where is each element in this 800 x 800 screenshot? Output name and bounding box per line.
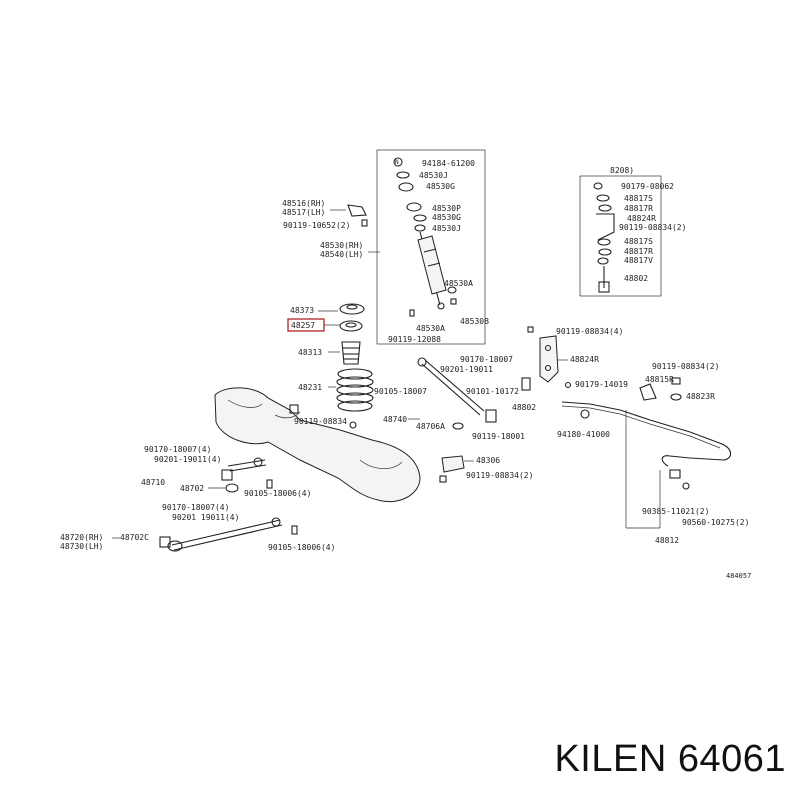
label-90119-08834-right: 90119-08834(2) (619, 223, 686, 232)
label-48706A: 48706A (416, 422, 445, 431)
label-48530A-b: 48530A (416, 324, 445, 333)
bracket-48306 (439, 455, 465, 483)
shock-absorber-group: N 94184-61200 48530J 48530G 48530P 48530… (376, 149, 489, 345)
label-90179-08062: 90179-08062 (621, 182, 674, 191)
rear-axle-housing (214, 387, 421, 502)
label-48817R: 48817R (624, 204, 653, 213)
upper-mount-group: 48516(RH) 48517(LH) 90119-10652(2) 48530… (282, 199, 380, 259)
label-48231: 48231 (298, 383, 322, 392)
label-48812: 48812 (655, 536, 679, 545)
label-48824R: 48824R (627, 214, 656, 223)
label-48740: 48740 (383, 415, 407, 424)
label-48823R: 48823R (686, 392, 715, 401)
label-90119-08834-center: 90119-08834 (294, 417, 347, 426)
brand-name: KILEN (554, 738, 667, 780)
label-48817V: 48817V (624, 256, 653, 265)
label-48702: 48702 (180, 484, 204, 493)
label-8208: 8208) (610, 166, 634, 175)
label-48702C: 48702C (120, 533, 149, 542)
label-90170-18007: 90170-18007 (460, 355, 513, 364)
label-90101-10172: 90101-10172 (466, 387, 519, 396)
label-90105-18006-a: 90105-18006(4) (244, 489, 311, 498)
label-48257: 48257 (291, 321, 315, 330)
label-90119-18001: 90119-18001 (472, 432, 525, 441)
label-90385-11021: 90385-11021(2) (642, 507, 709, 516)
label-90119-10652: 90119-10652(2) (283, 221, 350, 230)
label-90201-19011-4b: 90201 19011(4) (172, 513, 239, 522)
bracket-48824R (521, 335, 559, 391)
label-90170-18007-4: 90170-18007(4) (144, 445, 211, 454)
label-48817S-b: 48817S (624, 237, 653, 246)
label-48530P: 48530P (432, 204, 461, 213)
label-90560-10275: 90560-10275(2) (682, 518, 749, 527)
svg-text:N: N (395, 159, 399, 166)
label-48306: 48306 (476, 456, 500, 465)
label-48530J: 48530J (419, 171, 448, 180)
lower-control-arm-48720 (159, 517, 298, 552)
label-90105-18007: 90105-18007 (374, 387, 427, 396)
label-48373: 48373 (290, 306, 314, 315)
label-48802: 48802 (624, 274, 648, 283)
coil-spring-48231 (336, 368, 374, 412)
upper-control-arm (417, 357, 497, 423)
label-48824R-b: 48824R (570, 355, 599, 364)
shock-absorber-body (417, 231, 447, 310)
label-48517-lh: 48517(LH) (282, 208, 325, 217)
label-90119-08834-2b: 90119-08834(2) (466, 471, 533, 480)
label-48817S: 48817S (624, 194, 653, 203)
label-48530J-b: 48530J (432, 224, 461, 233)
label-48815R: 48815R (645, 375, 674, 384)
label-90201-19011: 90201-19011 (440, 365, 493, 374)
part-caption: KILEN 64061 (554, 738, 786, 781)
label-90119-12088: 90119-12088 (388, 335, 441, 344)
spring-insulator-48257 (339, 320, 363, 332)
part-number: 64061 (677, 738, 786, 780)
label-90179-14019: 90179-14019 (575, 380, 628, 389)
label-48802-b: 48802 (512, 403, 536, 412)
label-94180-41000: 94180-41000 (557, 430, 610, 439)
label-90201-19011-4a: 90201-19011(4) (154, 455, 221, 464)
label-90170-18007-4b: 90170-18007(4) (162, 503, 229, 512)
label-48530G: 48530G (426, 182, 455, 191)
label-48313: 48313 (298, 348, 322, 357)
label-48540-lh: 48540(LH) (320, 250, 363, 259)
label-48530G-b: 48530G (432, 213, 461, 222)
label-48530-rh: 48530(RH) (320, 241, 363, 250)
label-90119-08834-4: 90119-08834(4) (556, 327, 623, 336)
label-48817R-b: 48817R (624, 247, 653, 256)
label-94184-61200: 94184-61200 (422, 159, 475, 168)
shock-inset-frame (376, 149, 486, 345)
label-48516-rh: 48516(RH) (282, 199, 325, 208)
label-48530B: 48530B (460, 317, 489, 326)
link-inset-frame (579, 175, 662, 297)
label-90105-18006-b: 90105-18006(4) (268, 543, 335, 552)
label-90119-08834-2-mid: 90119-08834(2) (652, 362, 719, 371)
label-48720-rh: 48720(RH) (60, 533, 103, 542)
spring-group: 48373 48257 48313 48231 (287, 303, 374, 412)
label-48710: 48710 (141, 478, 165, 487)
label-48530A: 48530A (444, 279, 473, 288)
stabilizer-bar-48812 (561, 401, 732, 490)
label-48730-lh: 48730(LH) (60, 542, 103, 551)
figure-code: 484057 (726, 572, 751, 580)
stabilizer-link-group: 8208) 90179-08062 48817S 48817R 48824R 9… (579, 166, 686, 297)
lower-control-arm-48710 (221, 457, 267, 493)
